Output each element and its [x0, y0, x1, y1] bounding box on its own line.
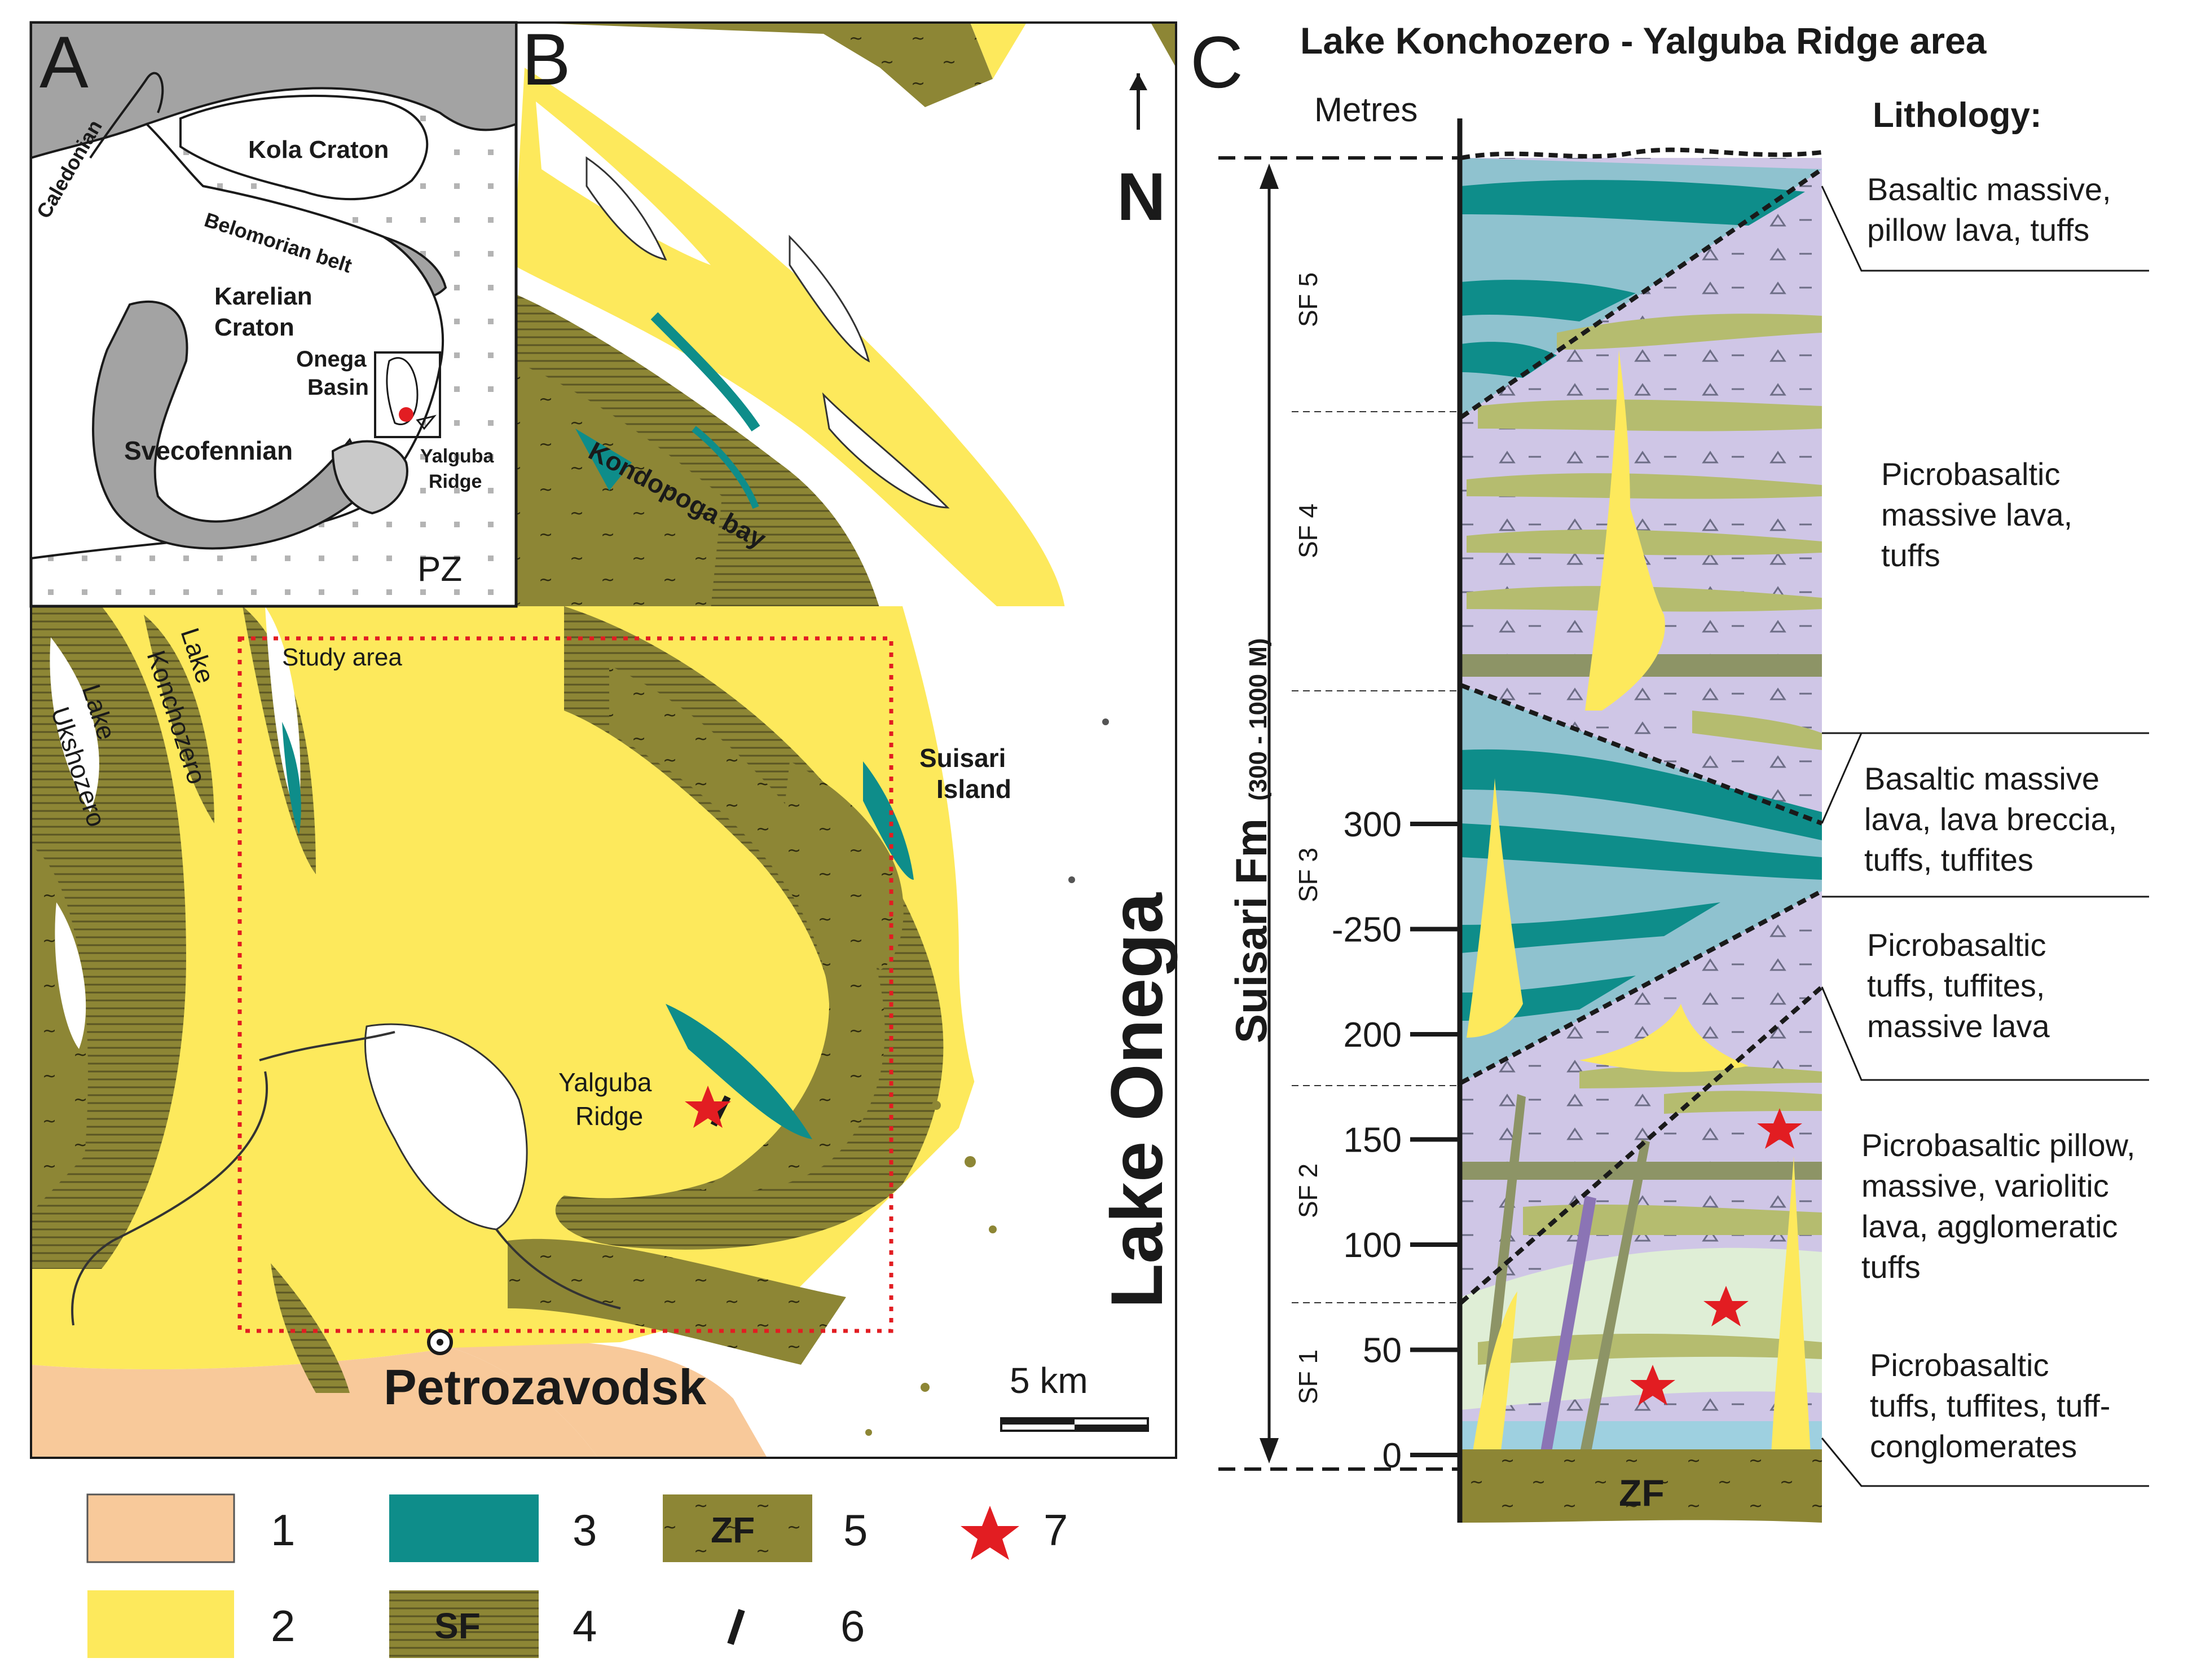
svg-text:7: 7	[1044, 1505, 1068, 1555]
depth-tick-label: 200	[1344, 1016, 1402, 1055]
lithology-text-line: Basaltic massive	[1864, 761, 2099, 796]
lithology-heading: Lithology:	[1873, 96, 2042, 135]
yalguba-ridge-label-2: Ridge	[575, 1101, 643, 1131]
petrozavodsk-label: Petrozavodsk	[384, 1359, 707, 1415]
svg-text:5: 5	[843, 1505, 868, 1555]
pz-label: PZ	[417, 550, 462, 589]
svg-text:N: N	[1117, 159, 1166, 235]
lithology-text-line: tuffs, tuffites,	[1867, 968, 2045, 1003]
subformation-label-sf2: SF 2	[1293, 1163, 1323, 1218]
panel-b-map: Study area Kondopoga bay Suisari Island …	[30, 18, 1178, 1459]
legend-item-7: 7	[961, 1505, 1068, 1560]
zf-base-unit	[1461, 1449, 1822, 1523]
legend-item-1: 1	[86, 1493, 295, 1563]
north-arrow: N	[1117, 73, 1166, 235]
panel-c-letter: C	[1190, 21, 1243, 103]
svg-text:SF: SF	[434, 1606, 481, 1646]
onega-basin-label-1: Onega	[296, 347, 367, 372]
depth-tick-label: 300	[1344, 805, 1402, 844]
legend-item-5: ZF 5	[663, 1494, 868, 1562]
lithology-text-line: massive, variolitic	[1861, 1168, 2109, 1203]
subformation-label-sf1: SF 1	[1293, 1350, 1323, 1404]
yalguba-ridge-inset-label-2: Ridge	[429, 471, 482, 492]
study-area-box	[237, 636, 893, 1333]
zf-base-label: ZF	[1619, 1472, 1665, 1514]
subformation-label-sf5: SF 5	[1293, 272, 1323, 327]
subformation-label-sf4: SF 4	[1293, 504, 1323, 558]
lithology-text-line: massive lava	[1867, 1008, 2050, 1044]
panel-a-letter: A	[39, 21, 89, 103]
yalguba-ridge-label-1: Yalguba	[558, 1068, 652, 1097]
depth-tick-label: 50	[1363, 1331, 1402, 1370]
subformation-label-sf3: SF 3	[1293, 848, 1323, 902]
svg-text:1: 1	[271, 1505, 295, 1555]
lithology-text-line: lava, lava breccia,	[1864, 801, 2117, 837]
lithology-leaders	[1821, 186, 2149, 1487]
legend: 1 2 3 SF 4 ZF 5 6 7	[86, 1493, 1068, 1658]
lithology-text-line: tuffs, tuffites	[1864, 842, 2033, 878]
formation-range-label: (300 - 1000 M)	[1244, 638, 1272, 801]
suisari-island-label-2: Island	[936, 774, 1011, 804]
depth-tick-label: 150	[1344, 1121, 1402, 1160]
lithology-text-line: Basaltic massive,	[1867, 171, 2111, 207]
yalguba-ridge-inset-label-1: Yalguba	[420, 446, 494, 467]
svecofennian-label: Svecofennian	[124, 436, 293, 465]
lithology-text-line: Picrobasaltic pillow,	[1861, 1127, 2136, 1163]
lithology-text-line: Picrobasaltic	[1881, 456, 2060, 492]
kola-craton-label: Kola Craton	[248, 136, 389, 164]
svg-text:2: 2	[271, 1601, 295, 1651]
panel-c-title: Lake Konchozero - Yalguba Ridge area	[1300, 20, 1987, 61]
city-marker	[427, 1329, 453, 1355]
formation-label: Suisari Fm	[1226, 818, 1276, 1043]
legend-item-3: 3	[389, 1494, 597, 1562]
legend-item-6: 6	[727, 1601, 865, 1651]
depth-tick-label: 100	[1344, 1226, 1402, 1265]
metres-label: Metres	[1314, 91, 1417, 129]
svg-text:4: 4	[573, 1601, 597, 1651]
panel-c-column: C Lake Konchozero - Yalguba Ridge area M…	[1190, 20, 2149, 1523]
scale-bar: 5 km	[1000, 1360, 1149, 1432]
study-area-label: Study area	[282, 643, 402, 671]
svg-text:3: 3	[573, 1505, 597, 1555]
lithology-descriptions: Basaltic massive, pillow lava, tuffsPicro…	[1861, 171, 2136, 1464]
suisari-island-label: Suisari	[919, 743, 1006, 773]
lake-onega-label: Lake Onega	[1095, 892, 1178, 1308]
legend-item-2: 2	[87, 1590, 295, 1658]
svg-text:ZF: ZF	[711, 1510, 755, 1550]
lithology-text-line: tuffs	[1861, 1249, 1921, 1285]
lithology-text-line: tuffs, tuffites, tuff-	[1870, 1388, 2110, 1423]
lithology-text-line: Picrobasaltic	[1870, 1347, 2049, 1383]
subformation-boundaries	[1459, 147, 1824, 1305]
formation-thickness-arrow	[1260, 164, 1279, 1463]
yalguba-star	[685, 1086, 731, 1128]
lithology-text-line: tuffs	[1881, 537, 1940, 573]
svg-text:6: 6	[840, 1601, 865, 1651]
karelian-craton-label-2: Craton	[214, 314, 294, 341]
lithology-text-line: massive lava,	[1881, 497, 2072, 532]
lithology-text-line: conglomerates	[1870, 1428, 2077, 1464]
svg-text:5 km: 5 km	[1010, 1360, 1088, 1401]
legend-item-4: SF 4	[389, 1590, 597, 1658]
panel-a-inset: Caledonian Kola Craton Belomorian belt K…	[29, 21, 518, 608]
lithology-text-line: Picrobasaltic	[1867, 927, 2046, 963]
panel-b-letter: B	[522, 18, 571, 100]
karelian-craton-label-1: Karelian	[214, 283, 312, 310]
onega-basin-label-2: Basin	[307, 375, 369, 400]
lithology-text-line: pillow lava, tuffs	[1867, 212, 2089, 248]
lithology-text-line: lava, agglomeratic	[1861, 1209, 2117, 1244]
depth-tick-label: -250	[1332, 911, 1402, 950]
